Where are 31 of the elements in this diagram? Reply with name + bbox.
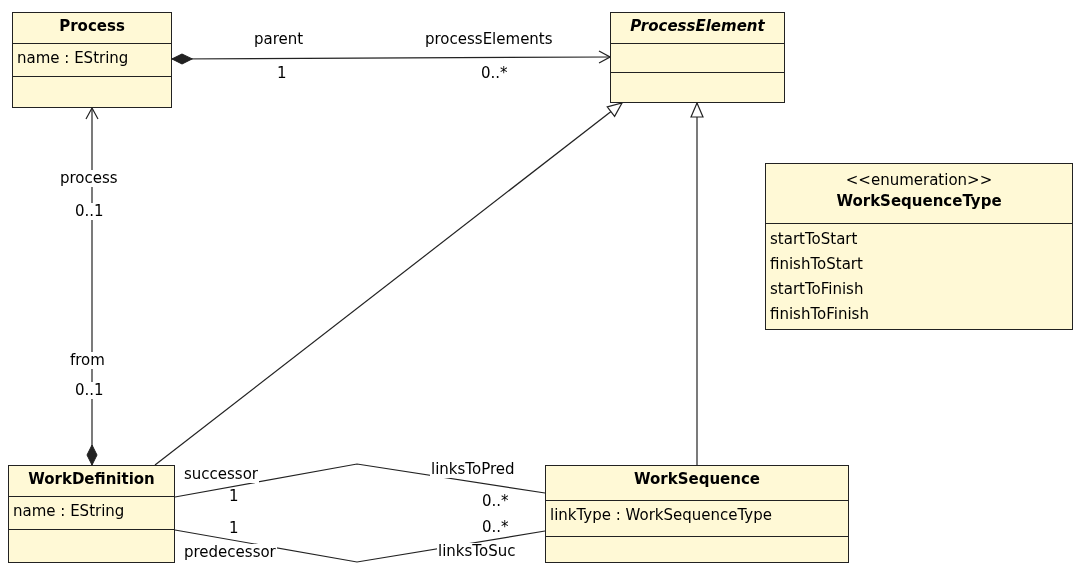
- role-name: parent: [253, 31, 305, 48]
- attribute-text: name : EString: [17, 49, 130, 67]
- association-line: [174, 463, 546, 498]
- class-name: WorkSequence: [633, 470, 761, 488]
- class-box: [12, 12, 172, 108]
- generalization-arrow: [154, 102, 623, 466]
- enum-literal: startToStart: [770, 229, 859, 250]
- generalization-arrow: [690, 102, 704, 466]
- role-name: successor: [183, 466, 260, 483]
- class-name: Process: [58, 17, 126, 35]
- enumeration-box: [765, 163, 1073, 330]
- class-box: [545, 465, 849, 563]
- stereotype-label: <<enumeration>>: [844, 170, 994, 190]
- role-name: linksToPred: [430, 461, 516, 478]
- class-box: [8, 465, 175, 563]
- enum-literal: finishToStart: [770, 254, 864, 275]
- attribute-text: name : EString: [13, 502, 126, 520]
- role-name: processElements: [424, 31, 554, 48]
- attribute-text: linkType : WorkSequenceType: [550, 506, 773, 524]
- role-name: process: [59, 170, 119, 187]
- class-name: WorkDefinition: [27, 470, 156, 488]
- enum-literal: finishToFinish: [770, 304, 870, 325]
- enumeration-name: WorkSequenceType: [835, 191, 1003, 212]
- multiplicity: 0..1: [74, 382, 105, 399]
- multiplicity: 0..1: [74, 203, 105, 220]
- role-name: from: [69, 352, 106, 369]
- composition-arrow: [171, 50, 611, 65]
- class-box: [610, 12, 785, 103]
- role-name: predecessor: [183, 544, 277, 561]
- enum-literal: startToFinish: [770, 279, 865, 300]
- class-name: ProcessElement: [629, 17, 766, 35]
